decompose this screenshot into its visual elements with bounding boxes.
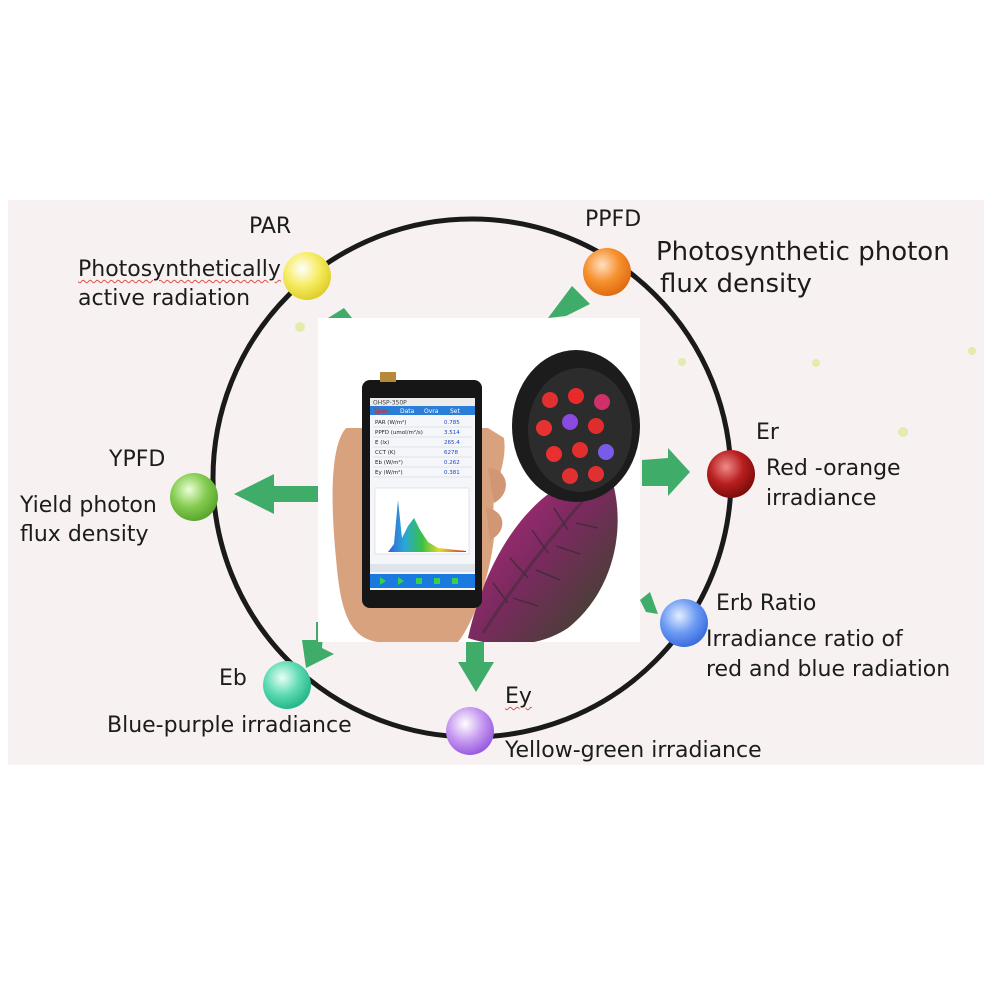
- node-erb: [660, 599, 708, 647]
- par-desc-line2: active radiation: [78, 286, 251, 311]
- device-model: OHSP-350P: [373, 400, 407, 407]
- node-par: [283, 252, 331, 300]
- device-control-icons: [380, 577, 458, 585]
- ppfd-desc-line1: Photosynthetic photon: [656, 237, 950, 267]
- er-desc-line2: irradiance: [766, 486, 877, 511]
- node-er: [707, 450, 755, 498]
- decor-dot: [898, 427, 908, 437]
- er-desc-line1: Red -orange: [766, 456, 901, 481]
- ypfd-desc-line1: Yield photon: [20, 493, 157, 518]
- node-ypfd: [170, 473, 218, 521]
- device-row-label: PPFD (umol/m²/s): [375, 429, 423, 436]
- device-row-value: 0.262: [444, 460, 460, 466]
- decor-dot: [812, 359, 820, 367]
- device-row-value: 0.785: [444, 420, 460, 426]
- par-abbr: PAR: [249, 214, 292, 239]
- er-abbr: Er: [756, 420, 779, 445]
- ppfd-desc-line2: flux density: [660, 269, 812, 299]
- device-illustration: OHSP-350P Spec Data Ovra Set PAR (W/m²) …: [332, 350, 640, 642]
- device-row-label: CCT (K): [375, 450, 396, 456]
- decor-dot: [678, 358, 686, 366]
- device-tab-spec[interactable]: Spec: [374, 408, 389, 415]
- device-row-value: 265.4: [444, 440, 460, 446]
- lamp-leds: [536, 388, 614, 484]
- device-row-label: Eb (W/m²): [375, 459, 403, 466]
- device-row-label: E (lx): [375, 440, 389, 446]
- device-tab-data[interactable]: Data: [400, 408, 415, 415]
- device-connector: [380, 372, 396, 382]
- decor-dot: [968, 347, 976, 355]
- erb-desc-line2: red and blue radiation: [706, 657, 951, 682]
- ey-desc-line1: Yellow-green irradiance: [505, 738, 762, 763]
- device-row-value: 0.381: [444, 470, 460, 476]
- eb-desc-line1: Blue-purple irradiance: [107, 713, 352, 738]
- ypfd-abbr: YPFD: [109, 447, 166, 472]
- arrow-to-er: [642, 448, 690, 496]
- device-row-value: 6278: [444, 450, 458, 456]
- eb-abbr: Eb: [219, 666, 247, 691]
- arrow-to-ppfd: [548, 286, 590, 318]
- ey-abbr: Ey: [505, 684, 532, 709]
- device-row-value: 3.514: [444, 430, 460, 436]
- par-desc-line1: Photosynthetically: [78, 257, 281, 282]
- erb-desc-line1: Irradiance ratio of: [706, 627, 903, 652]
- ypfd-desc-line2: flux density: [20, 522, 149, 547]
- device-spectrum-curve: [378, 500, 466, 552]
- ppfd-abbr: PPFD: [585, 207, 642, 232]
- node-ey: [446, 707, 494, 755]
- node-ppfd: [583, 248, 631, 296]
- device-row-label: Ey (W/m²): [375, 469, 403, 476]
- node-eb: [263, 661, 311, 709]
- arrow-to-ypfd: [234, 474, 318, 514]
- device-tabbar: [370, 406, 475, 415]
- arrow-to-eb: [302, 622, 334, 668]
- erb-abbr: Erb Ratio: [716, 591, 817, 616]
- device-row-label: PAR (W/m²): [375, 419, 406, 426]
- device-readings: PAR (W/m²) 0.785 PPFD (umol/m²/s) 3.514 …: [375, 419, 460, 476]
- device-tab-set[interactable]: Set: [450, 408, 461, 415]
- decor-dot: [295, 322, 305, 332]
- device-photo: OHSP-350P Spec Data Ovra Set PAR (W/m²) …: [318, 318, 640, 642]
- arrow-to-erb: [640, 592, 658, 614]
- device-tab-ovra[interactable]: Ovra: [424, 408, 439, 415]
- arrow-to-ey: [458, 642, 494, 692]
- device-button-bar: [370, 574, 475, 588]
